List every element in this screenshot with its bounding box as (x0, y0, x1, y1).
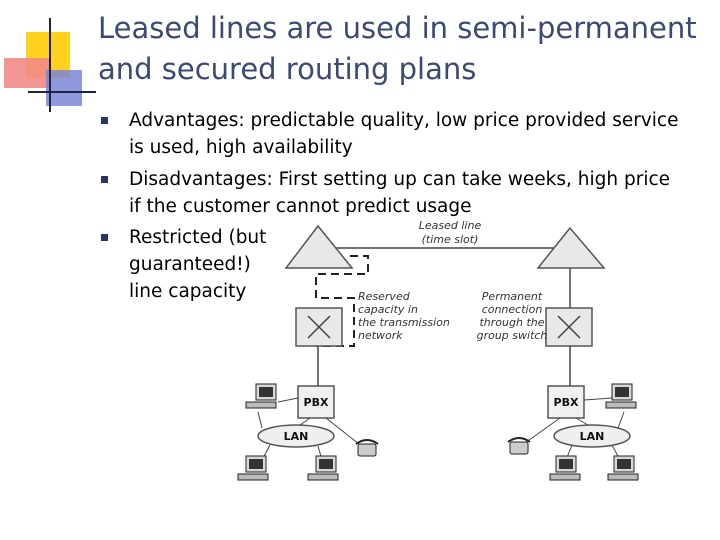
pbx-right-label: PBX (554, 396, 579, 409)
permanent-label-line-2: connection (482, 303, 543, 316)
bullet-marker-icon (101, 117, 108, 124)
telephone-icon (507, 437, 531, 455)
bullet-2-line-1: Disadvantages: First setting up can take… (129, 169, 671, 190)
leased-line-sublabel: (time slot) (422, 233, 479, 246)
pbx-left-label: PBX (304, 396, 329, 409)
bullet-1-line-1: Advantages: predictable quality, low pri… (129, 110, 679, 131)
reserved-label-line-2: capacity in (358, 303, 418, 316)
title-line-2: and secured routing plans (98, 52, 477, 86)
pbx-right-box (547, 385, 585, 419)
title-line-1: Leased lines are used in semi-permanent (98, 11, 697, 45)
lan-right-label: LAN (580, 430, 605, 443)
computer-icon (245, 383, 277, 409)
bullet-1-line-2: is used, high availability (129, 137, 353, 158)
slide-title: Leased lines are used in semi-permanent … (98, 8, 708, 90)
slide-logo (0, 0, 98, 124)
bullet-marker-icon (101, 234, 108, 241)
leased-line-label: Leased line (419, 219, 482, 232)
bullet-marker-icon (101, 176, 108, 183)
reserved-capacity-path (315, 255, 369, 347)
bullet-2-line-2: if the customer cannot predict usage (129, 196, 472, 217)
reserved-label-line-3: the transmission (358, 316, 450, 329)
lan-left-label: LAN (284, 430, 309, 443)
exchange-left-icon (284, 224, 354, 269)
exchange-right-icon (536, 226, 606, 269)
computer-icon (607, 455, 639, 481)
permanent-label-line-4: group switch (477, 329, 548, 342)
bullet-3-line-3: line capacity (129, 281, 247, 302)
lan-right-ellipse (553, 424, 631, 448)
permanent-label-line-3: through the (479, 316, 544, 329)
switch-left-icon (295, 307, 343, 347)
reserved-label-line-4: network (358, 329, 403, 342)
permanent-label-line-1: Permanent (482, 290, 543, 303)
computer-icon (237, 455, 269, 481)
pbx-left-box (297, 385, 335, 419)
computer-icon (549, 455, 581, 481)
bullet-3-line-1: Restricted (but (129, 227, 267, 248)
logo-graphic (4, 18, 96, 112)
computer-icon (307, 455, 339, 481)
reserved-label-line-1: Reserved (358, 290, 411, 303)
bullet-3-line-2: guaranteed!) (129, 254, 251, 275)
telephone-icon (355, 439, 379, 457)
computer-icon (605, 383, 637, 409)
lan-left-ellipse (257, 424, 335, 448)
